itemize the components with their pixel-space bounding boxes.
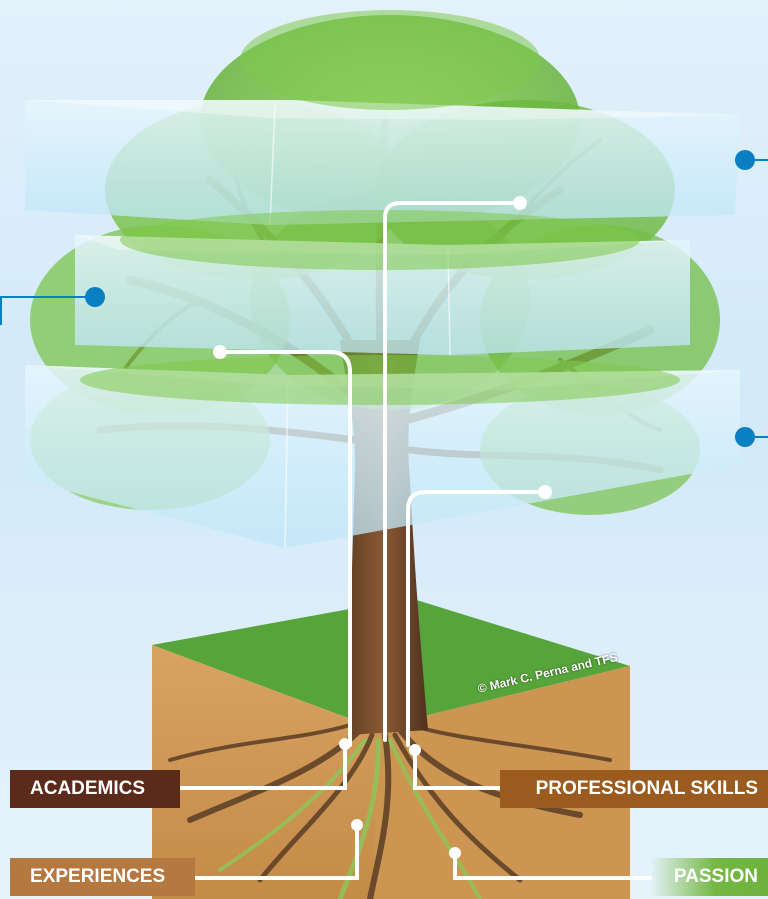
label-passion: PASSION xyxy=(650,858,768,896)
green-roots xyxy=(218,737,482,899)
callout-dot-top-right xyxy=(735,150,755,170)
soil-block xyxy=(152,598,630,899)
label-professional-skills: PROFESSIONAL SKILLS xyxy=(500,770,768,808)
connector-dots xyxy=(213,196,552,859)
callout-dot-bottom-right xyxy=(735,427,755,447)
canopy-highlights xyxy=(80,10,680,405)
blue-callouts xyxy=(0,150,768,447)
callout-connectors xyxy=(158,201,652,880)
layer-slab-top xyxy=(25,100,740,226)
callout-dot-left xyxy=(85,287,105,307)
label-academics: ACADEMICS xyxy=(10,770,180,808)
label-experiences: EXPERIENCES xyxy=(10,858,195,896)
